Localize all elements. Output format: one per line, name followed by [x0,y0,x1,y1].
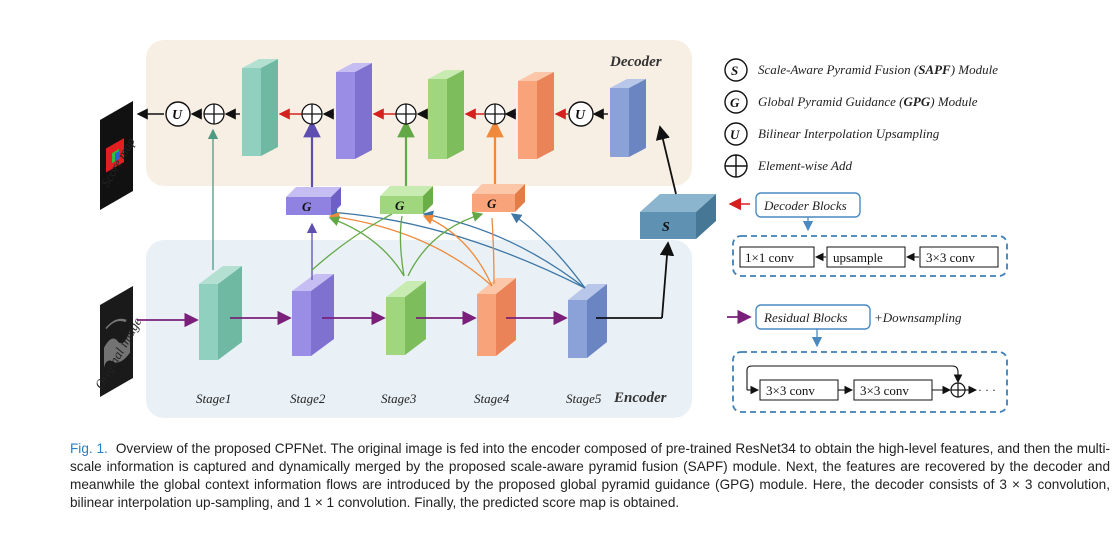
svg-text:G: G [730,95,740,110]
stage5-to-sapf-up [659,241,675,319]
caption-label: Fig. 1. [70,441,108,456]
caption-text: Overview of the proposed CPFNet. The ori… [70,441,1110,510]
add-node-3 [395,103,417,125]
stage2-label: Stage2 [290,391,326,406]
stage5-label: Stage5 [566,391,602,406]
decoder-block-5 [610,79,646,157]
gpg-box-1: G [286,187,341,215]
decoder-block-1 [242,59,278,156]
gpg-curve-s3-g2 [399,215,405,277]
svg-text:U: U [172,108,183,123]
upsample-node-1: U [165,101,191,127]
decoder-block-4 [518,72,554,159]
add-node-4 [484,103,506,125]
stage1-label: Stage1 [196,391,231,406]
sapf-to-decoder [655,125,677,195]
gpg-curve-s5-g2 [422,210,586,289]
gpg-curve-s4-g3 [491,217,495,285]
add-node-1 [203,103,225,125]
gpg-box-3-label: G [487,196,497,211]
upsample-label: upsample [833,250,883,265]
decoder-block-2 [336,63,372,159]
svg-text:Bilinear Interpolation Upsampl: Bilinear Interpolation Upsampling [758,126,940,141]
stage3-label: Stage3 [381,391,417,406]
svg-text:U: U [730,127,740,142]
svg-text:Element-wise Add: Element-wise Add [757,158,852,173]
legend-gpg: G Global Pyramid Guidance (GPG) Module [724,90,978,114]
encoder-stage5-block [568,284,607,358]
score-map-image [100,100,133,210]
gpg-curve-s3-g3 [407,211,484,277]
gpg-curve-s5-g3 [510,213,586,289]
original-image [100,285,133,397]
gpg-box-2: G [380,186,433,214]
gpg-curve-s2-g2 [311,213,393,271]
gpg-curve-s5-g1 [326,207,586,289]
upsample-box [826,246,906,268]
conv3-box [919,246,999,268]
conv3-label: 3×3 conv [926,250,975,265]
decoder-block-3 [428,70,464,159]
residual-add-node [950,382,966,398]
residual-ellipsis: · · · [978,383,996,397]
upsample-node-2: U [568,101,594,127]
decoder-title: Decoder [609,54,662,70]
residual-blocks-box [755,304,871,330]
gpg-curve-s3-g1 [328,216,405,277]
encoder-stage4-block [477,278,516,356]
encoder-stage2-block [292,274,334,356]
encoder-stage1-block [199,266,242,360]
conv1-label: 1×1 conv [745,250,794,265]
svg-text:S: S [731,63,738,78]
downsampling-label: +Downsampling [874,310,962,325]
gpg-curve-s4-g2 [422,214,493,287]
legend-sapf: S Scale-Aware Pyramid Fusion (SAPF) Modu… [724,58,998,82]
svg-text:U: U [575,108,586,123]
residual-skip-path [746,365,963,390]
decoder-blocks-label: Decoder Blocks [763,198,847,213]
legend-upsampling: U Bilinear Interpolation Upsampling [724,122,940,146]
res-conv-a-label: 3×3 conv [766,383,815,398]
add-node-2 [301,103,323,125]
gpg-box-3: G [472,184,525,212]
sapf-box: S [640,194,716,239]
cpfnet-diagram: Decoder Encoder Score map Original image [92,40,1008,418]
encoder-title: Encoder [613,390,667,406]
sapf-box-label: S [662,220,670,235]
res-conv-b-label: 3×3 conv [860,383,909,398]
gpg-curve-s4-g1 [328,212,493,287]
gpg-box-2-label: G [395,198,405,213]
encoder-stage3-block [386,281,426,355]
svg-text:Global Pyramid Guidance (GPG): Global Pyramid Guidance (GPG) Module [758,94,978,109]
residual-blocks-label: Residual Blocks [763,310,847,325]
svg-text:Scale-Aware Pyramid Fusion (SA: Scale-Aware Pyramid Fusion (SAPF) Module [758,62,998,77]
gpg-box-1-label: G [302,199,312,214]
stage4-label: Stage4 [474,391,510,406]
conv1-box [739,246,815,268]
figure-caption: Fig. 1.Overview of the proposed CPFNet. … [70,440,1110,512]
legend-add: Element-wise Add [724,154,852,178]
